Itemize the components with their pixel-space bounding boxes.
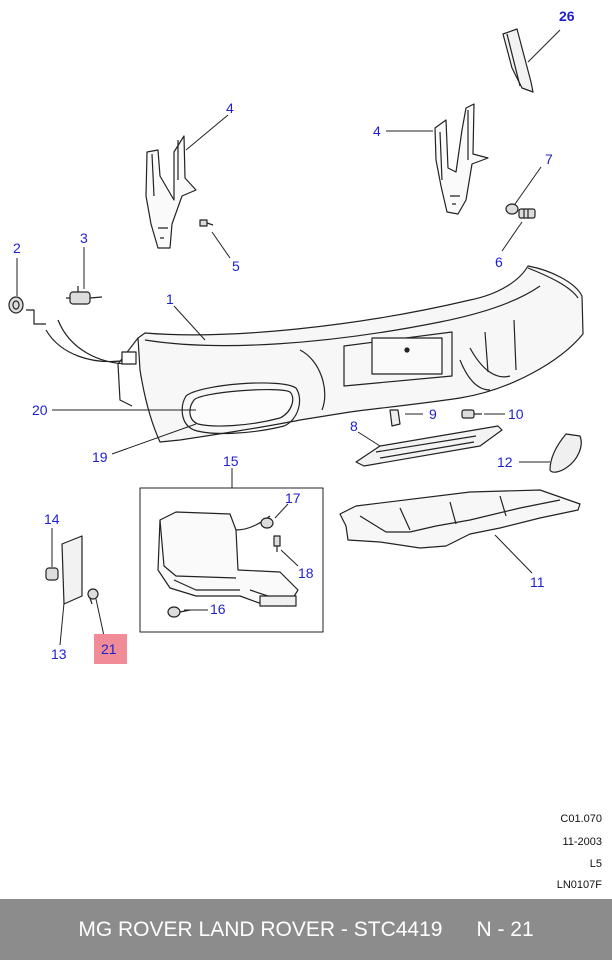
part-bolt-6 — [518, 208, 536, 219]
callout-26: 26 — [559, 8, 575, 24]
callout-14: 14 — [44, 511, 60, 527]
part-clip-21 — [87, 588, 99, 605]
callout-3: 3 — [80, 230, 88, 246]
part-cover-12 — [549, 433, 582, 473]
meta-level: L5 — [589, 858, 602, 870]
callout-8: 8 — [350, 418, 358, 434]
part-mesh-panel-8 — [355, 425, 503, 467]
part-plug-14 — [45, 567, 59, 581]
callout-19: 19 — [92, 449, 108, 465]
part-clip-9 — [389, 409, 401, 427]
part-undertray-11 — [339, 489, 581, 549]
highlight-box-21 — [94, 634, 127, 664]
part-screw-5 — [199, 219, 214, 227]
callout-15: 15 — [223, 453, 239, 469]
callout-6: 6 — [495, 254, 503, 270]
part-reflector-20 — [181, 382, 301, 435]
callout-4-left: 4 — [226, 100, 234, 116]
part-screw-10 — [461, 409, 482, 419]
callout-4-right: 4 — [373, 123, 381, 139]
callout-1: 1 — [166, 291, 174, 307]
meta-ref: LN0107F — [556, 879, 602, 891]
callout-17: 17 — [285, 490, 301, 506]
callout-21: 21 — [101, 641, 117, 657]
part-right-bracket — [434, 103, 489, 215]
parts-diagram: 26 4 4 7 2 3 5 6 1 20 9 10 8 19 12 15 17… — [8, 8, 584, 664]
meta-code: C01.070 — [560, 813, 602, 825]
footer-bar: MG ROVER LAND ROVER - STC4419 N - 21 — [0, 899, 612, 960]
part-screw-18 — [273, 535, 281, 552]
part-plate-13 — [61, 535, 83, 605]
meta-date: 11-2003 — [562, 836, 602, 848]
callout-18: 18 — [298, 565, 314, 581]
part-trim-strip — [502, 28, 534, 93]
callout-9: 9 — [429, 406, 437, 422]
callout-5: 5 — [232, 258, 240, 274]
part-mount-3 — [66, 286, 103, 305]
callout-7: 7 — [545, 151, 553, 167]
callout-20: 20 — [32, 402, 48, 418]
part-left-bracket — [145, 135, 197, 249]
part-nut-7 — [505, 203, 519, 215]
part-grommet-2 — [8, 296, 24, 314]
callout-2: 2 — [13, 240, 21, 256]
callout-10: 10 — [508, 406, 524, 422]
callout-16: 16 — [210, 601, 226, 617]
callout-12: 12 — [497, 454, 513, 470]
part-grommet-17 — [260, 517, 274, 529]
footer-page: N - 21 — [476, 917, 534, 941]
footer-title: MG ROVER LAND ROVER - STC4419 — [78, 917, 443, 941]
callout-11: 11 — [530, 574, 545, 590]
callout-13: 13 — [51, 646, 67, 662]
